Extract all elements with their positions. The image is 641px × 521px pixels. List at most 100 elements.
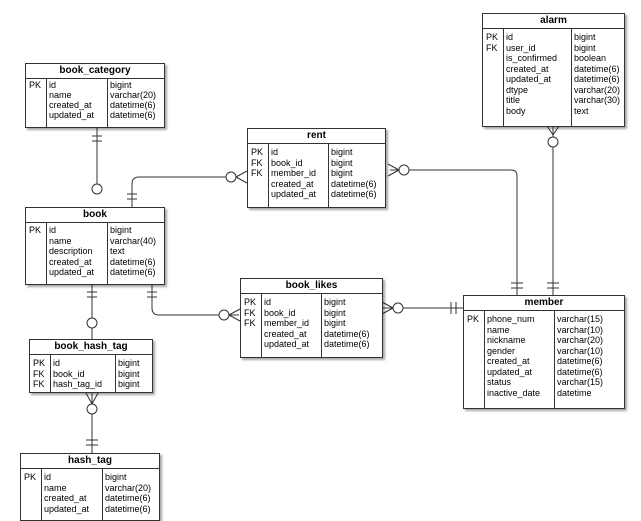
column-name: created_at (506, 63, 549, 74)
column-type: bigint (110, 225, 132, 235)
column-name: created_at (44, 493, 87, 503)
column-key: PK (29, 225, 42, 235)
marker-zero (218, 309, 230, 321)
column-type: varchar(10) (557, 324, 604, 335)
column-name: updated_at (506, 74, 552, 84)
column-divider (268, 143, 269, 207)
column-name: status (487, 377, 512, 387)
column-type: datetime(6) (324, 339, 370, 349)
rel-book-rent (131, 176, 236, 207)
column-type: text (574, 105, 589, 116)
column-name: updated_at (49, 267, 95, 277)
column-name: created_at (49, 256, 92, 267)
column-key: FK (244, 318, 256, 328)
column-type: varchar(15) (557, 314, 604, 324)
column-type: varchar(30) (574, 95, 621, 105)
column-name: created_at (49, 100, 92, 110)
column-type: varchar(20) (557, 335, 604, 345)
column-name: name (44, 482, 67, 493)
column-name: updated_at (487, 366, 533, 377)
column-divider (115, 354, 116, 392)
column-type: datetime(6) (574, 63, 620, 74)
rel-book-booklikes (151, 285, 239, 316)
column-name: name (487, 324, 510, 335)
column-name: name (49, 90, 72, 100)
column-divider (571, 28, 572, 126)
column-type: datetime(6) (105, 503, 151, 514)
column-key: FK (33, 379, 45, 389)
column-divider (46, 222, 47, 284)
column-row: name varchar(10) (464, 325, 624, 335)
column-type: datetime(6) (557, 366, 603, 377)
column-name: id (53, 358, 61, 368)
column-name: id (271, 147, 279, 157)
column-name: name (49, 235, 72, 246)
column-type: datetime(6) (110, 256, 156, 267)
column-type: bigint (324, 297, 346, 307)
column-name: updated_at (271, 189, 317, 199)
column-name: id (506, 32, 514, 42)
column-name: id (264, 297, 272, 307)
column-type: datetime(6) (331, 178, 377, 189)
column-divider (102, 468, 103, 520)
entity-title: book (26, 208, 164, 223)
marker-many (85, 392, 99, 405)
column-name: description (49, 246, 93, 256)
column-key: FK (251, 168, 263, 178)
column-row: title varchar(30) (483, 95, 624, 105)
column-divider (107, 78, 108, 127)
column-divider (503, 28, 504, 126)
column-name: hash_tag_id (53, 379, 103, 389)
column-type: bigint (324, 307, 346, 318)
column-divider (554, 310, 555, 408)
marker-many (235, 170, 248, 184)
column-key: PK (24, 472, 37, 482)
column-type: bigint (331, 147, 353, 157)
marker-zero (225, 171, 237, 183)
column-type: bigint (105, 472, 127, 482)
column-name: id (49, 80, 57, 90)
column-type: varchar(20) (574, 84, 621, 95)
column-type: bigint (118, 379, 140, 389)
marker-many (546, 125, 560, 136)
column-key: PK (486, 32, 499, 42)
column-row: FK hash_tag_id bigint (30, 379, 152, 389)
column-key: FK (251, 157, 263, 168)
marker-zero (392, 302, 404, 314)
column-name: created_at (264, 328, 307, 339)
column-name: title (506, 95, 521, 105)
column-type: varchar(10) (557, 345, 604, 356)
column-key: PK (29, 80, 42, 90)
column-type: varchar(20) (110, 90, 157, 100)
entity-title: book_likes (241, 279, 382, 294)
